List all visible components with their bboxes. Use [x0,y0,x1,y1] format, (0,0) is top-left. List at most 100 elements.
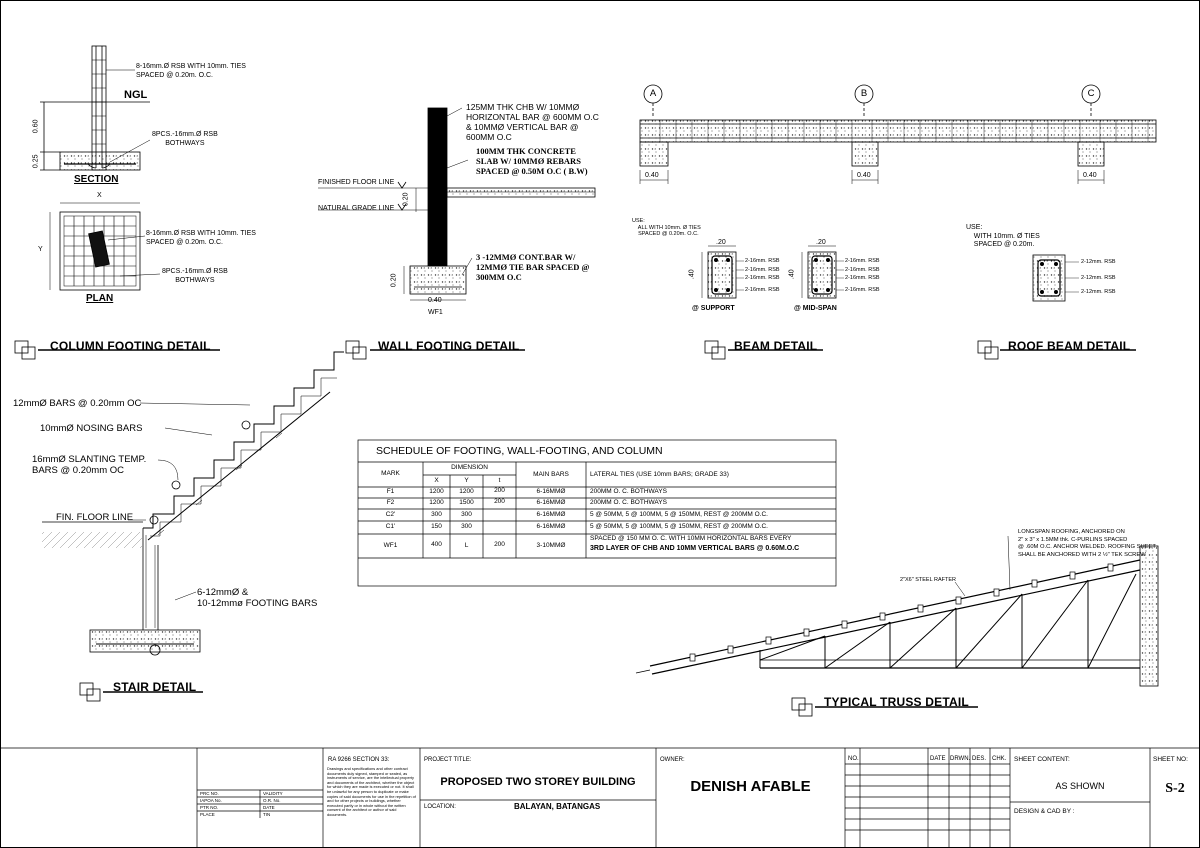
tb-no: NO. [848,756,859,762]
tb-owner: DENISH AFABLE [690,778,811,795]
schedule-cell-x: 400 [431,541,442,548]
schedule-cell-ties2: 3RD LAYER OF CHB AND 10MM VERTICAL BARS … [590,545,800,552]
stair-detail-title: STAIR DETAIL [113,680,197,694]
beam-sec-w-support: .20 [716,239,726,246]
beam-sections [701,245,1079,302]
schedule-cell-ties: SPACED @ 150 MM O. C. WITH 10MM HORIZONT… [590,535,792,542]
schedule-header-t: t [498,477,501,484]
title-block-lines [0,747,1200,848]
plan-label: PLAN [86,293,114,304]
beam-sec-w-midspan: .20 [816,239,826,246]
schedule-cell-x: 150 [431,523,442,530]
section-label: SECTION [74,174,119,185]
stair-drawing [42,351,344,656]
beam-sec-h-support: .40 [688,269,696,280]
grid-a: A [649,88,657,99]
ngl-label: NGL [124,89,148,101]
schedule-table-lines [357,439,837,587]
column-footing-note-bars: 8PCS.-16mm.Ø RSB BOTHWAYS [152,131,218,147]
stair-footing-bars: 6-12mmØ & 10-12mmø FOOTING BARS [197,587,318,609]
beam-bar-label: 2-16mm. RSB [745,258,780,264]
tb-date: DATE [263,805,275,810]
schedule-header-mark: MARK [381,470,400,477]
wall-footing-drawing [318,107,596,301]
beam-detail-title: BEAM DETAIL [734,339,818,353]
column-footing-title: COLUMN FOOTING DETAIL [50,339,211,353]
schedule-cell-ties: 200MM O. C. BOTHWAYS [590,488,667,495]
schedule-header-main-bars: MAIN BARS [533,471,569,478]
tb-sheet-content: AS SHOWN [1055,781,1105,791]
column-footing-plan [49,202,161,291]
wall-bars-note: 3 -12MMØ CONT.BAR W/ 12MMØ TIE BAR SPACE… [476,252,590,282]
tb-drwn: DRWN. [950,756,971,762]
schedule-cell-y: 1500 [459,499,474,506]
beam-midspan-label: @ MID-SPAN [794,305,837,312]
beam-sec-h-midspan: .40 [788,269,796,280]
schedule-cell-y: L [464,542,469,549]
tb-validity: VALIDITY [263,791,283,796]
truss-roofing-note: LONGSPAN ROOFING, ANCHORED ON 2" x 3" x … [1018,529,1156,558]
tb-rev-date: DATE [930,756,946,762]
schedule-cell-x: 1200 [429,499,444,506]
beam-use-note: USE: ALL WITH 10mm. Ø TIES SPACED @ 0.20… [632,218,701,237]
schedule-cell-mark: C1' [385,523,396,530]
schedule-cell-t: 200 [494,498,505,505]
tb-des: DES. [972,756,987,762]
roof-beam-bar-label: 2-12mm. RSB [1081,259,1116,265]
roof-beam-bar-label: 2-12mm. RSB [1081,275,1116,281]
column-footing-note-top: 8-16mm.Ø RSB WITH 10mm. TIES SPACED @ 0.… [136,63,246,79]
tb-sheet-no: S-2 [1165,781,1185,796]
schedule-cell-ties: 5 @ 50MM, 5 @ 100MM, 5 @ 150MM, REST @ 2… [590,523,768,530]
beam-dim-c: 0.40 [1083,172,1097,179]
tb-sheet-no-label: SHEET NO: [1153,756,1188,763]
tb-prc-no: PRC NO. [200,791,219,796]
tb-or-no: O.R. No. [263,798,281,803]
schedule-cell-t: 200 [494,541,505,548]
tb-location-label: LOCATION: [424,804,456,810]
tb-iapoa-no: IAPOA No. [200,798,222,803]
wall-footing-title: WALL FOOTING DETAIL [378,339,520,353]
wall-dim-040: 0.40 [428,297,442,304]
beam-bar-label: 2-16mm. RSB [845,287,880,293]
schedule-cell-mark: C2' [385,511,396,518]
roof-beam-bar-label: 2-12mm. RSB [1081,289,1116,295]
schedule-cell-ties: 200MM O. C. BOTHWAYS [590,499,667,506]
tb-chk: CHK. [992,756,1007,762]
schedule-cell-main: 6-16MMØ [536,523,566,530]
natural-grade-line: NATURAL GRADE LINE [318,205,395,212]
schedule-title: SCHEDULE OF FOOTING, WALL-FOOTING, AND C… [376,445,663,457]
beam-dim-a: 0.40 [645,172,659,179]
beam-bar-label: 2-16mm. RSB [745,275,780,281]
title-markers [14,340,1136,717]
schedule-header-lateral-ties: LATERAL TIES (USE 10mm BARS; GRADE 33) [590,471,729,478]
schedule-cell-y: 1200 [459,488,474,495]
beam-bar-label: 2-16mm. RSB [845,258,880,264]
schedule-cell-main: 6-16MMØ [536,488,566,495]
dim-x: X [97,192,102,199]
tb-ra-text: Drawings and specifications and other co… [327,766,416,817]
truss-detail-title: TYPICAL TRUSS DETAIL [824,695,969,709]
tb-tin: TIN [263,812,271,817]
plan-note-bars: 8PCS.-16mm.Ø RSB BOTHWAYS [162,268,228,284]
truss-drawing [635,535,1159,687]
schedule-cell-mark: F1 [386,488,395,495]
schedule-cell-main: 3-10MMØ [536,542,566,549]
wall-chb-note: 125MM THK CHB W/ 10MMØ HORIZONTAL BAR @ … [466,102,599,142]
dim-025: 0.25 [32,154,40,169]
beam-elevation [639,84,1157,184]
tb-project-title-label: PROJECT TITLE: [424,757,472,763]
tb-location: BALAYAN, BATANGAS [514,802,601,811]
roof-beam-detail-title: ROOF BEAM DETAIL [1008,339,1131,353]
schedule-cell-y: 300 [461,523,472,530]
stair-slanting-note: 16mmØ SLANTING TEMP. BARS @ 0.20mm OC [32,454,147,476]
schedule-cell-t: 200 [494,487,505,494]
schedule-cell-ties: 5 @ 50MM, 5 @ 100MM, 5 @ 150MM, REST @ 2… [590,511,768,518]
tb-ptr-no: PTR NO. [200,805,219,810]
schedule-cell-y: 300 [461,511,472,518]
beam-dim-b: 0.40 [857,172,871,179]
stair-fin-floor: FIN. FLOOR LINE [56,512,134,523]
schedule-cell-main: 6-16MMØ [536,499,566,506]
stair-bars-note: 12mmØ BARS @ 0.20mm OC [13,398,142,409]
